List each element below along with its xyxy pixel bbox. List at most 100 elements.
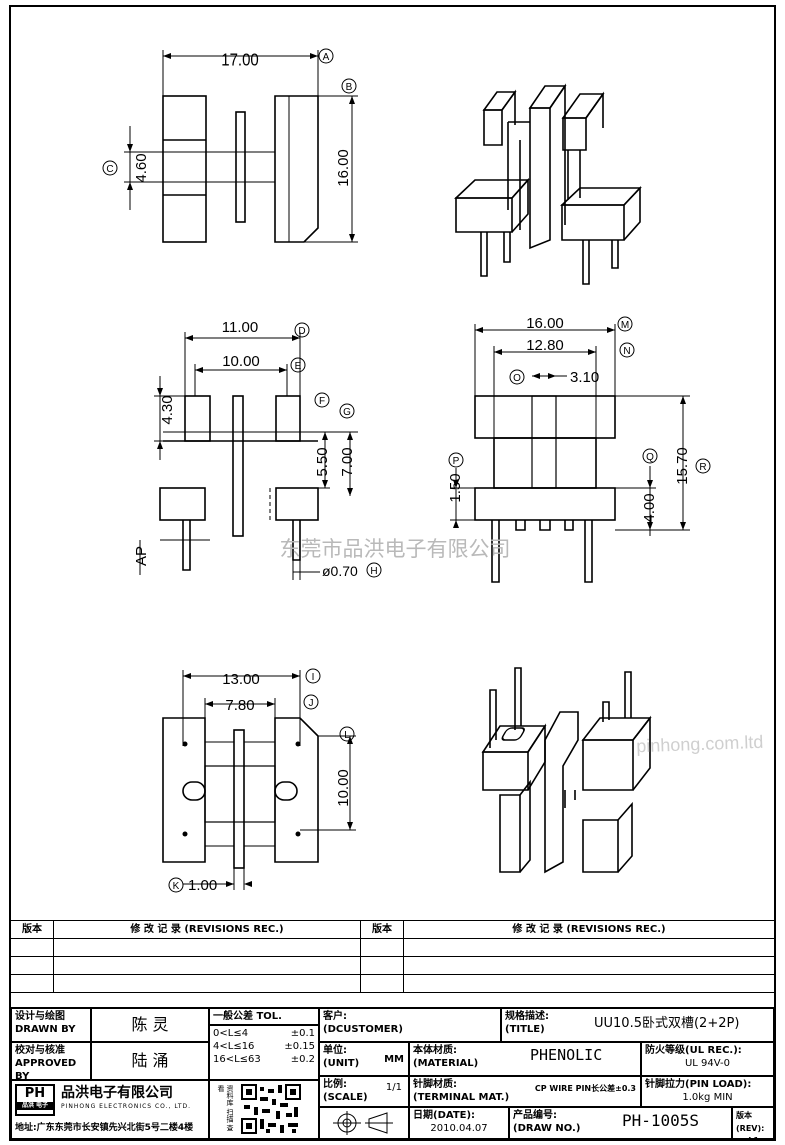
- svg-text:M: M: [621, 320, 629, 331]
- svg-text:O: O: [513, 373, 521, 384]
- view-isometric-top: [453, 83, 642, 285]
- svg-text:I: I: [312, 672, 315, 683]
- dim-11: 11.00: [222, 319, 258, 336]
- svg-text:Q: Q: [646, 452, 654, 463]
- ref-K: K: [168, 877, 184, 893]
- watermark: 东莞市品洪电子有限公司: [280, 538, 511, 561]
- svg-text:D: D: [298, 326, 305, 337]
- ref-J: J: [303, 694, 319, 710]
- dim-10-bl: 10.00: [335, 769, 352, 807]
- rev-col-record2: 修 改 记 录 (REVISIONS REC.): [403, 920, 775, 939]
- spec-title: UU10.5卧式双槽(2+2P): [594, 1016, 740, 1031]
- qr-code-icon: [241, 1084, 301, 1134]
- ref-L: L: [339, 726, 355, 742]
- dim-3-10: 3.10: [570, 369, 599, 386]
- svg-text:A: A: [323, 52, 330, 63]
- title-field: 规格描述: (TITLE) UU10.5卧式双槽(2+2P): [501, 1008, 774, 1042]
- ref-F: F: [314, 392, 330, 408]
- company-address: 地址:广东东莞市长安镇先兴北街5号二楼4楼: [15, 1123, 194, 1133]
- rev-col-version: 版本: [10, 920, 54, 939]
- dim-AP: AP: [133, 546, 150, 566]
- company-block: PH 品洪 电子 品洪电子有限公司 PINHONG ELECTRONICS CO…: [11, 1080, 209, 1139]
- ref-R: R: [695, 458, 711, 474]
- designer-label: 设计与绘图 DRAWN BY: [11, 1008, 91, 1042]
- svg-text:K: K: [173, 881, 180, 892]
- dim-13: 13.00: [222, 671, 260, 688]
- tolerance-title: 一般公差 TOL.: [209, 1008, 319, 1025]
- first-angle-projection-icon: [333, 1111, 393, 1135]
- ref-E: E: [290, 357, 306, 373]
- revisions-table: 版本 修 改 记 录 (REVISIONS REC.) 版本 修 改 记 录 (…: [10, 920, 775, 993]
- view-top-left: [124, 50, 358, 243]
- designer-name: 陈 灵: [91, 1008, 209, 1042]
- dim-17: 17.00: [221, 51, 259, 70]
- ref-H: H: [366, 562, 382, 578]
- table-row: [10, 938, 775, 957]
- ref-Q: Q: [642, 448, 658, 464]
- table-row: [10, 974, 775, 993]
- dim-16: 16.00: [335, 149, 352, 187]
- ref-O: O: [509, 369, 525, 385]
- ref-B: B: [341, 78, 357, 94]
- terminal-field: 针脚材质: (TERMINAL MAT.) CP WIRE PIN长公差±0.3: [409, 1076, 641, 1107]
- sheet-border: [9, 5, 776, 1141]
- dim-pin-diameter: ø0.70: [322, 563, 358, 579]
- dim-12-80: 12.80: [526, 337, 564, 354]
- ref-G: G: [339, 403, 355, 419]
- dim-1-50: 1.50: [447, 473, 464, 502]
- svg-text:H: H: [370, 566, 377, 577]
- material-field: 本体材质: (MATERIAL) PHENOLIC: [409, 1042, 641, 1076]
- qr-block: 资料库 扫描 查看: [209, 1080, 319, 1139]
- dim-16-mr: 16.00: [526, 315, 564, 332]
- drawno-field: 产品编号: (DRAW NO.) PH-1005S: [509, 1107, 732, 1139]
- company-logo: PH 品洪 电子: [15, 1084, 55, 1116]
- svg-text:N: N: [623, 346, 630, 357]
- pinload-field: 针脚拉力(PIN LOAD): 1.0kg MIN: [641, 1076, 774, 1107]
- customer-field: 客户: (DCUSTOMER): [319, 1008, 501, 1042]
- checker-label: 校对与核准 APPROVED BY: [11, 1042, 91, 1080]
- svg-text:L: L: [344, 730, 350, 741]
- qr-caption: 资料库 扫描 查看: [217, 1085, 234, 1132]
- drawing-number: PH-1005S: [622, 1111, 700, 1130]
- view-middle-left: [139, 332, 358, 580]
- watermark-right: pinhong.com.ltd: [636, 732, 764, 756]
- svg-text:G: G: [343, 407, 351, 418]
- title-block: 设计与绘图 DRAWN BY 陈 灵 一般公差 TOL. 0<L≤4±0.1 4…: [10, 1007, 775, 1140]
- rev-col-record: 修 改 记 录 (REVISIONS REC.): [53, 920, 361, 939]
- ref-N: N: [619, 342, 635, 358]
- dim-15-70: 15.70: [674, 447, 691, 485]
- tolerance-table: 0<L≤4±0.1 4<L≤16±0.15 16<L≤63±0.2: [209, 1025, 319, 1080]
- dim-4-00: 4.00: [641, 493, 658, 522]
- svg-text:P: P: [453, 456, 460, 467]
- projection-symbol: [319, 1107, 409, 1139]
- unit-field: 单位: (UNIT) MM: [319, 1042, 409, 1076]
- svg-text:B: B: [346, 82, 353, 93]
- dim-1-00: 1.00: [188, 877, 217, 894]
- view-isometric-bottom: [481, 667, 652, 874]
- ref-C: C: [102, 160, 118, 176]
- rev-field: 版本(REV): A1: [732, 1107, 774, 1139]
- svg-text:C: C: [106, 164, 113, 175]
- dim-4-60: 4.60: [133, 153, 150, 182]
- dim-4-30: 4.30: [159, 395, 176, 424]
- dim-7-80: 7.80: [225, 697, 254, 714]
- checker-name: 陆 涌: [91, 1042, 209, 1080]
- svg-text:E: E: [295, 361, 302, 372]
- ul-field: 防火等级(UL REC.): UL 94V-0: [641, 1042, 774, 1076]
- rev-col-version2: 版本: [360, 920, 404, 939]
- ref-I: I: [305, 668, 321, 684]
- view-middle-right: [450, 324, 690, 583]
- dim-5-50: 5.50: [314, 447, 331, 476]
- ref-M: M: [617, 316, 633, 332]
- dim-10: 10.00: [222, 353, 260, 370]
- svg-text:J: J: [309, 698, 314, 709]
- view-bottom-left: [162, 670, 356, 890]
- date-field: 日期(DATE): 2010.04.07: [409, 1107, 509, 1139]
- ref-A: A: [318, 48, 334, 64]
- table-row: [10, 956, 775, 975]
- svg-text:F: F: [319, 396, 325, 407]
- ref-P: P: [448, 452, 464, 468]
- ref-D: D: [294, 322, 310, 338]
- svg-text:R: R: [699, 462, 706, 473]
